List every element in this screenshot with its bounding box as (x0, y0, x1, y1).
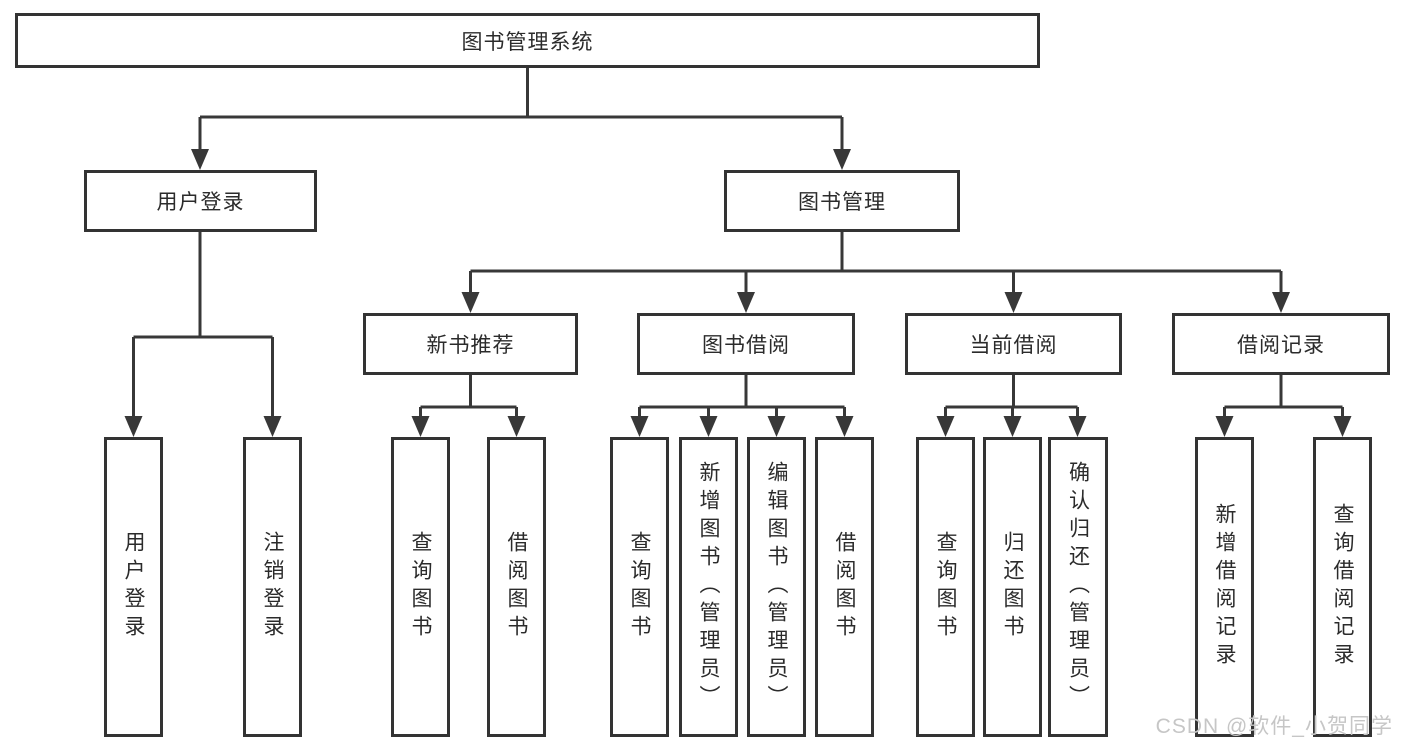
node-user-login: 用户登录 (84, 170, 317, 232)
arrowhead-icons (124, 149, 1352, 437)
leaf-confirm-return-admin: 确认归还（管理员） (1048, 437, 1108, 737)
leaf-label: 编辑图书（管理员） (765, 461, 788, 713)
leaf-label: 借阅图书 (833, 531, 856, 643)
leaf-label: 确认归还（管理员） (1066, 461, 1090, 713)
leaf-label: 查询图书 (409, 531, 432, 643)
leaf-label: 新增借阅记录 (1213, 503, 1236, 671)
leaf-user-login: 用户登录 (104, 437, 163, 737)
leaf-label: 用户登录 (122, 531, 145, 643)
node-new-book-recommend: 新书推荐 (363, 313, 578, 375)
leaf-label: 注销登录 (261, 531, 284, 643)
leaf-search-borrow-record: 查询借阅记录 (1313, 437, 1372, 737)
leaf-return-books: 归还图书 (983, 437, 1042, 737)
node-book-borrow: 图书借阅 (637, 313, 855, 375)
leaf-label: 归还图书 (1001, 531, 1024, 643)
leaf-label: 新增图书（管理员） (697, 461, 720, 713)
leaf-logout: 注销登录 (243, 437, 302, 737)
leaf-edit-books-admin: 编辑图书（管理员） (747, 437, 806, 737)
leaf-label: 查询借阅记录 (1331, 503, 1354, 671)
leaf-search-books-current: 查询图书 (916, 437, 975, 737)
leaf-add-books-admin: 新增图书（管理员） (679, 437, 738, 737)
leaf-search-books-recommend: 查询图书 (391, 437, 450, 737)
leaf-borrow-books: 借阅图书 (815, 437, 874, 737)
node-current-borrow: 当前借阅 (905, 313, 1122, 375)
leaf-add-borrow-record: 新增借阅记录 (1195, 437, 1254, 737)
node-book-management: 图书管理 (724, 170, 960, 232)
node-borrow-records: 借阅记录 (1172, 313, 1390, 375)
leaf-borrow-books-recommend: 借阅图书 (487, 437, 546, 737)
leaf-label: 借阅图书 (505, 531, 528, 643)
node-library-system: 图书管理系统 (15, 13, 1040, 68)
leaf-search-books-borrow: 查询图书 (610, 437, 669, 737)
leaf-label: 查询图书 (628, 531, 651, 643)
leaf-label: 查询图书 (934, 531, 957, 643)
